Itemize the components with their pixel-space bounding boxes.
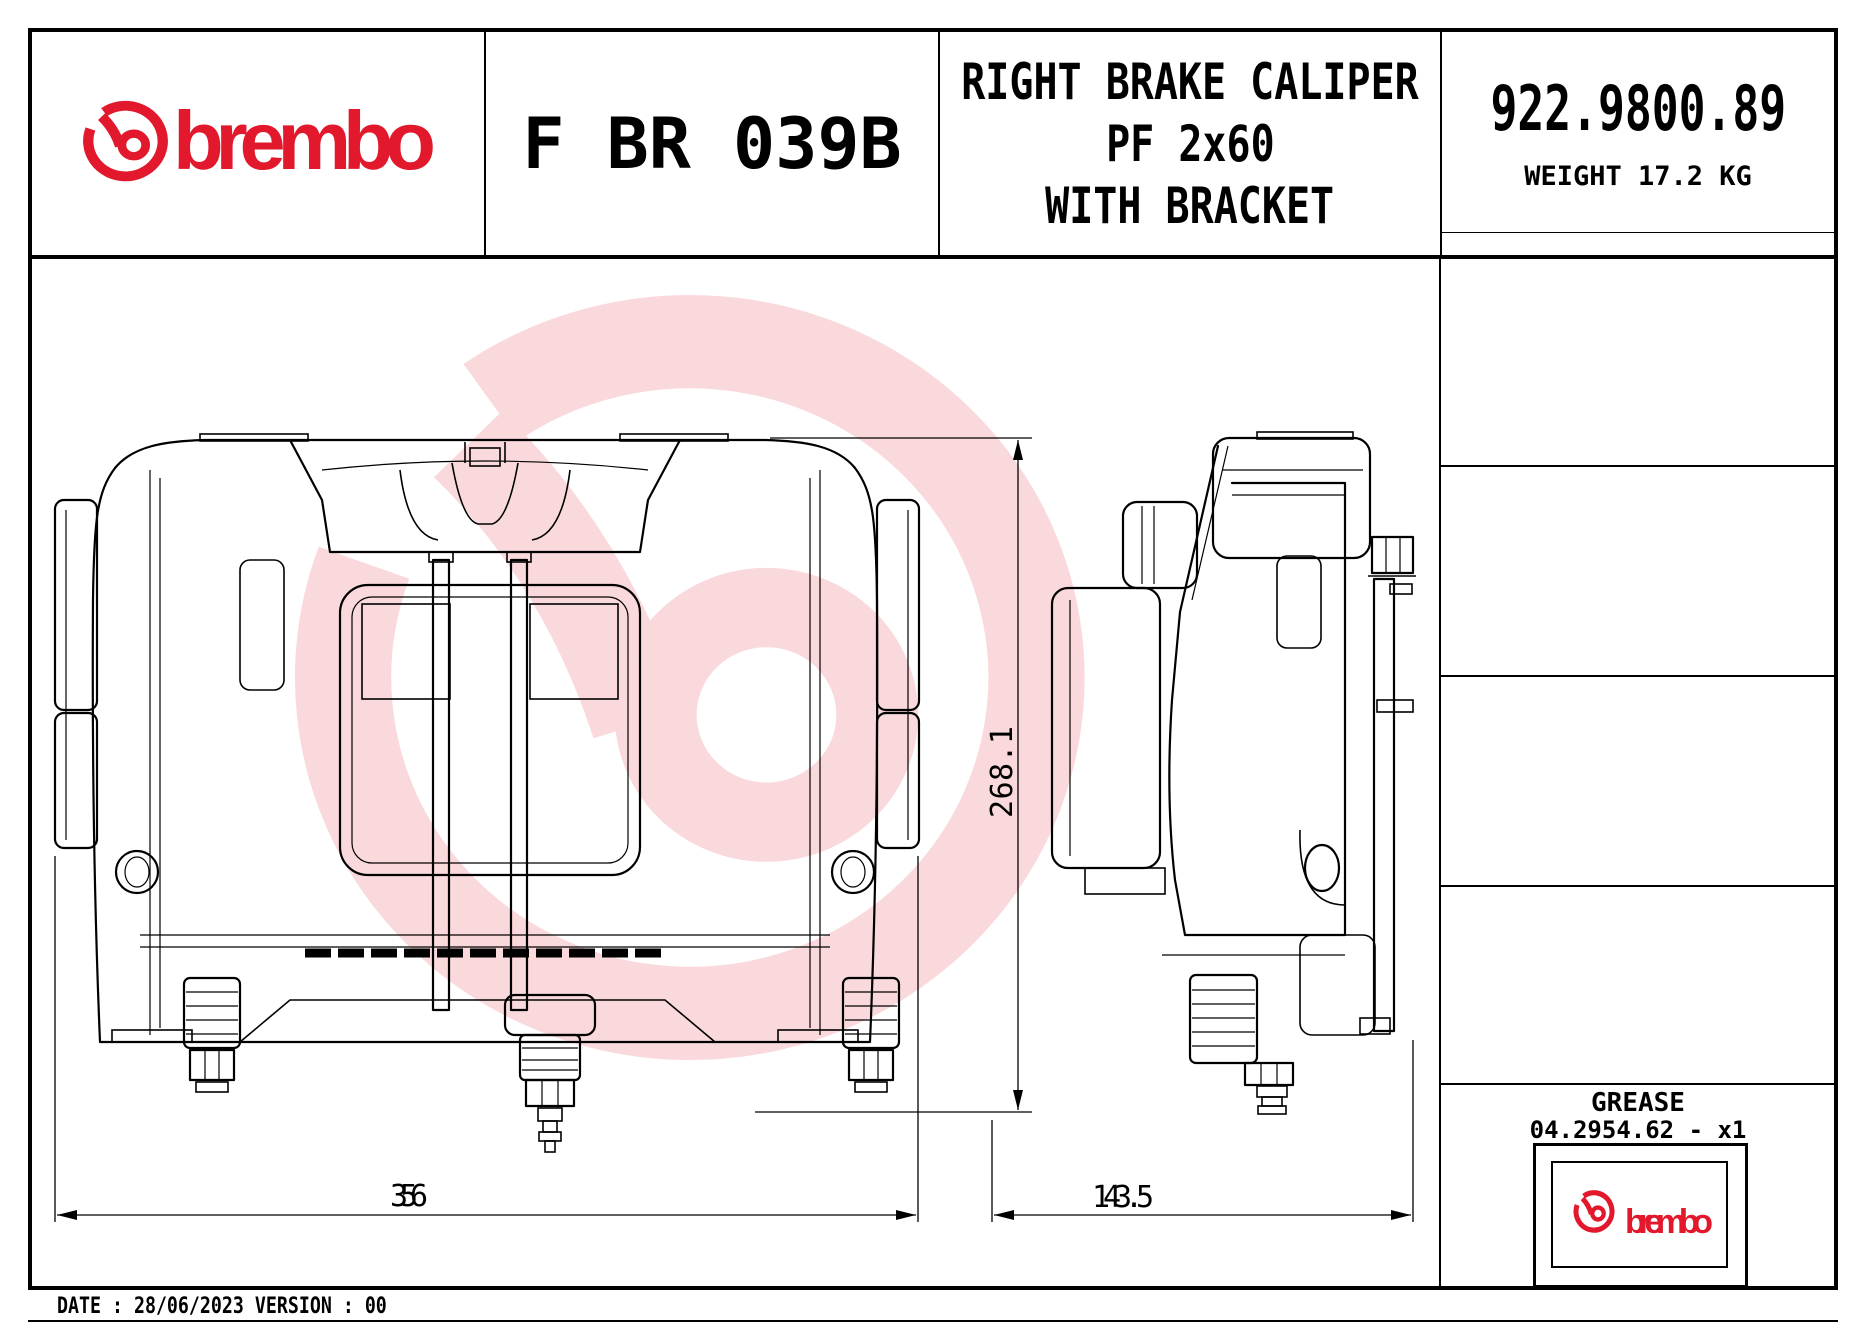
dimension-front-width: 356 — [54, 856, 919, 1222]
title-line-2: PF 2x60 — [1105, 114, 1275, 173]
footer-rule — [28, 1320, 1838, 1322]
grease-brembo-mark-icon — [1576, 1193, 1612, 1230]
table-rule-3 — [1441, 885, 1834, 887]
grease-logo-box: brembo — [1533, 1143, 1748, 1288]
title-line-1: RIGHT BRAKE CALIPER — [961, 52, 1419, 111]
grease-label: GREASE — [1591, 1088, 1685, 1118]
header-logo-cell: brembo — [32, 32, 484, 255]
header-divider-2 — [938, 32, 940, 255]
table-rule-4 — [1441, 1083, 1834, 1085]
table-row-2 — [1441, 467, 1836, 675]
brembo-watermark — [343, 342, 1036, 1014]
table-row-1 — [1441, 259, 1836, 465]
part-code: F BR 039B — [522, 102, 902, 185]
border-right — [1834, 28, 1838, 1290]
header-bottom-rule — [28, 255, 1838, 259]
dimension-side-width: 143.5 — [991, 1040, 1414, 1222]
border-bottom — [28, 1286, 1838, 1290]
title-line-3: WITH BRACKET — [1045, 176, 1335, 235]
border-left — [28, 28, 32, 1290]
header-divider-3 — [1440, 32, 1442, 255]
header-title-cell: RIGHT BRAKE CALIPER PF 2x60 WITH BRACKET — [940, 32, 1440, 255]
header-part-code-cell: F BR 039B — [486, 32, 938, 255]
table-row-4 — [1441, 887, 1836, 1083]
dim-label-143: 143.5 — [1092, 1180, 1154, 1215]
front-view — [53, 433, 921, 1153]
weight-label: WEIGHT 17.2 KG — [1524, 161, 1752, 192]
part-number: 922.9800.89 — [1490, 72, 1786, 145]
border-top — [28, 28, 1838, 32]
table-rule-2 — [1441, 675, 1834, 677]
dimension-height: 268.1 — [755, 437, 1032, 1113]
table-row-3 — [1441, 677, 1836, 885]
dim-label-268: 268.1 — [985, 726, 1020, 818]
header-divider-1 — [484, 32, 486, 255]
brembo-mark-icon — [88, 106, 163, 177]
partnumber-cell-rule — [1442, 232, 1834, 233]
table-divider-vertical — [1439, 259, 1441, 1286]
grease-logo-box-inner: brembo — [1551, 1161, 1728, 1268]
header-part-number-cell: 922.9800.89 WEIGHT 17.2 KG — [1442, 32, 1834, 232]
grease-brembo-logo: brembo — [1553, 1163, 1713, 1241]
brembo-logo: brembo — [32, 94, 436, 187]
grease-brembo-wordmark: brembo — [1625, 1203, 1713, 1241]
brembo-wordmark: brembo — [173, 94, 436, 187]
dim-label-356: 356 — [390, 1179, 428, 1214]
grease-part-ref: 04.2954.62 - x1 — [1529, 1116, 1747, 1144]
table-rule-1 — [1441, 465, 1834, 467]
side-view — [1050, 431, 1416, 1115]
footer-date-version: DATE : 28/06/2023 VERSION : 00 — [57, 1294, 387, 1319]
